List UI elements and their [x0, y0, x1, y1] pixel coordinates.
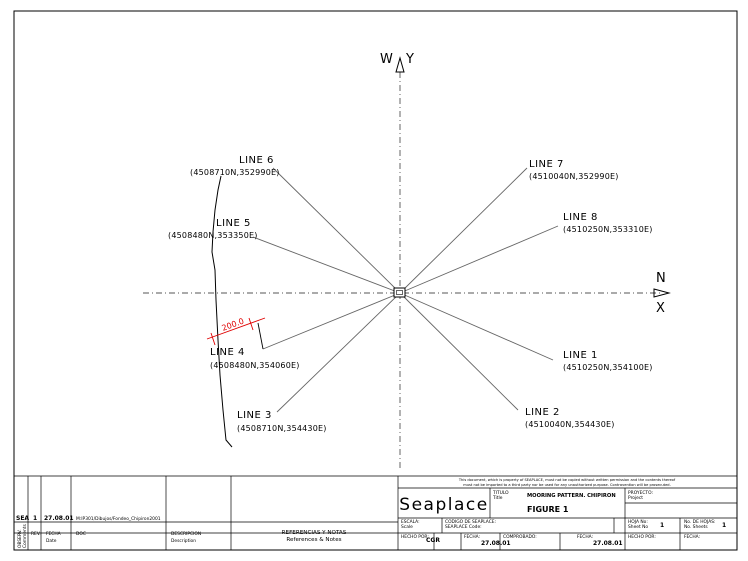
codigo-label: CODIGO DE SEAPLACE:: [445, 519, 496, 525]
line-2-coord: (4510040N,354430E): [525, 420, 615, 429]
proyecto-label: PROYECTO:: [628, 490, 653, 496]
hecho-por-label: HECHO POR:: [401, 534, 429, 540]
line-6-label: LINE 6: [239, 155, 274, 166]
line-8-coord: (4510250N,353310E): [563, 225, 653, 234]
comprobado-label: COMPROBADO:: [503, 534, 537, 540]
dimension-tick-left: [210, 332, 216, 346]
sheet-value: 1: [660, 522, 664, 529]
line-1-coord: (4510250N,354100E): [563, 363, 653, 372]
line-4-leader: [257, 322, 264, 350]
titulo-label: TITULO: [492, 490, 509, 496]
hdr-desc: DESCRIPCION: [171, 531, 201, 537]
fecha-label-2: FECHA:: [577, 534, 593, 540]
seaplace-logo: Seaplace: [399, 495, 488, 515]
line-8-label: LINE 8: [563, 212, 598, 223]
line-5-coord: (4508480N,353350E): [168, 231, 258, 240]
rev-number: 1: [33, 515, 37, 522]
rev-file: M:IP301/Dibujos/Fondeo_Chipiron2001: [76, 516, 161, 522]
references-title-en: References & Notes: [286, 537, 341, 543]
drawing-title: MOORING PATTERN. CHIPIRON: [527, 493, 616, 499]
line-3-coord: (4508710N,354430E): [237, 424, 327, 433]
line-5-label: LINE 5: [216, 218, 251, 229]
no-hojas-label: No. DE HOJAS:: [684, 519, 715, 525]
obs-label-2: Comments: [22, 523, 28, 548]
fecha-label-1: FECHA:: [464, 534, 480, 540]
vessel-inner: [396, 290, 403, 295]
mooring-line-4: [262, 292, 401, 350]
scale-label-en: Scale: [401, 524, 413, 530]
sheets-value: 1: [722, 522, 726, 529]
axis-label-n: N: [656, 271, 666, 286]
line-7-label: LINE 7: [529, 159, 564, 170]
mooring-line-5: [252, 236, 401, 294]
fecha-value-2: 27.08.01: [593, 540, 623, 547]
line-4-label: LINE 4: [210, 347, 245, 358]
coastline: [211, 175, 233, 448]
no-sheets-label-en: No. Sheets: [684, 524, 708, 530]
line-1-label: LINE 1: [563, 350, 598, 361]
axis-label-x: X: [656, 301, 665, 316]
hdr-rev: REV.: [31, 531, 41, 537]
line-3-label: LINE 3: [237, 410, 272, 421]
figure-label: FIGURE 1: [527, 505, 569, 514]
copyright-notice-2: must not be imported to a third party no…: [463, 483, 670, 487]
dimension-value: 200.0: [221, 317, 246, 333]
title-block: [14, 475, 737, 550]
copyright-notice-1: This document, which is property of SEAP…: [458, 478, 676, 482]
mooring-line-8: [399, 225, 559, 294]
line-6-coord: (4508710N,352990E): [190, 168, 280, 177]
hdr-fecha: FECHA: [46, 531, 61, 537]
line-2-label: LINE 2: [525, 407, 560, 418]
mooring-line-3: [276, 292, 401, 413]
project-label-en: Project: [628, 495, 643, 501]
mooring-line-2: [399, 292, 519, 411]
mooring-line-1: [399, 292, 554, 361]
line-4-coord: (4508480N,354060E): [210, 361, 300, 370]
north-arrow: [395, 56, 405, 73]
obs-label-1: OBSERV.: [17, 529, 23, 548]
hdr-date: Date: [46, 538, 57, 544]
code-label-en: SEAPLACE Code:: [445, 524, 482, 530]
fecha-value-1: 27.08.01: [481, 540, 511, 547]
hdr-desc-en: Description: [171, 538, 196, 544]
dimension-annotation: 200.0: [206, 317, 266, 346]
title-label-en: Title: [492, 495, 503, 501]
references-title: REFERENCIAS Y NOTAS: [282, 530, 347, 536]
east-arrow: [653, 288, 671, 298]
mooring-line-6: [272, 167, 401, 294]
mooring-lines: [252, 167, 559, 413]
rev-date: 27.08.01: [44, 515, 74, 522]
dimension-line: [206, 317, 266, 340]
dimension-tick-right: [248, 317, 254, 331]
hdr-doc: DOC: [76, 531, 86, 537]
line-7-coord: (4510040N,352990E): [529, 172, 619, 181]
axis-label-w: W: [380, 52, 393, 67]
sheet-label-en: Sheet No: [628, 524, 648, 530]
rev-id: SEA: [16, 515, 29, 522]
hecho-por-label-2: HECHO POR:: [628, 534, 656, 540]
mooring-line-7: [399, 167, 528, 294]
hecho-por-value: CGR: [426, 537, 440, 544]
hoja-label: HOJA No:: [628, 519, 648, 525]
vessel-marker: [393, 287, 406, 298]
fecha-label-3: FECHA:: [684, 534, 700, 540]
escala-label: ESCALA:: [401, 519, 420, 525]
drawing-frame: [13, 10, 738, 551]
axis-label-y: Y: [405, 52, 414, 67]
